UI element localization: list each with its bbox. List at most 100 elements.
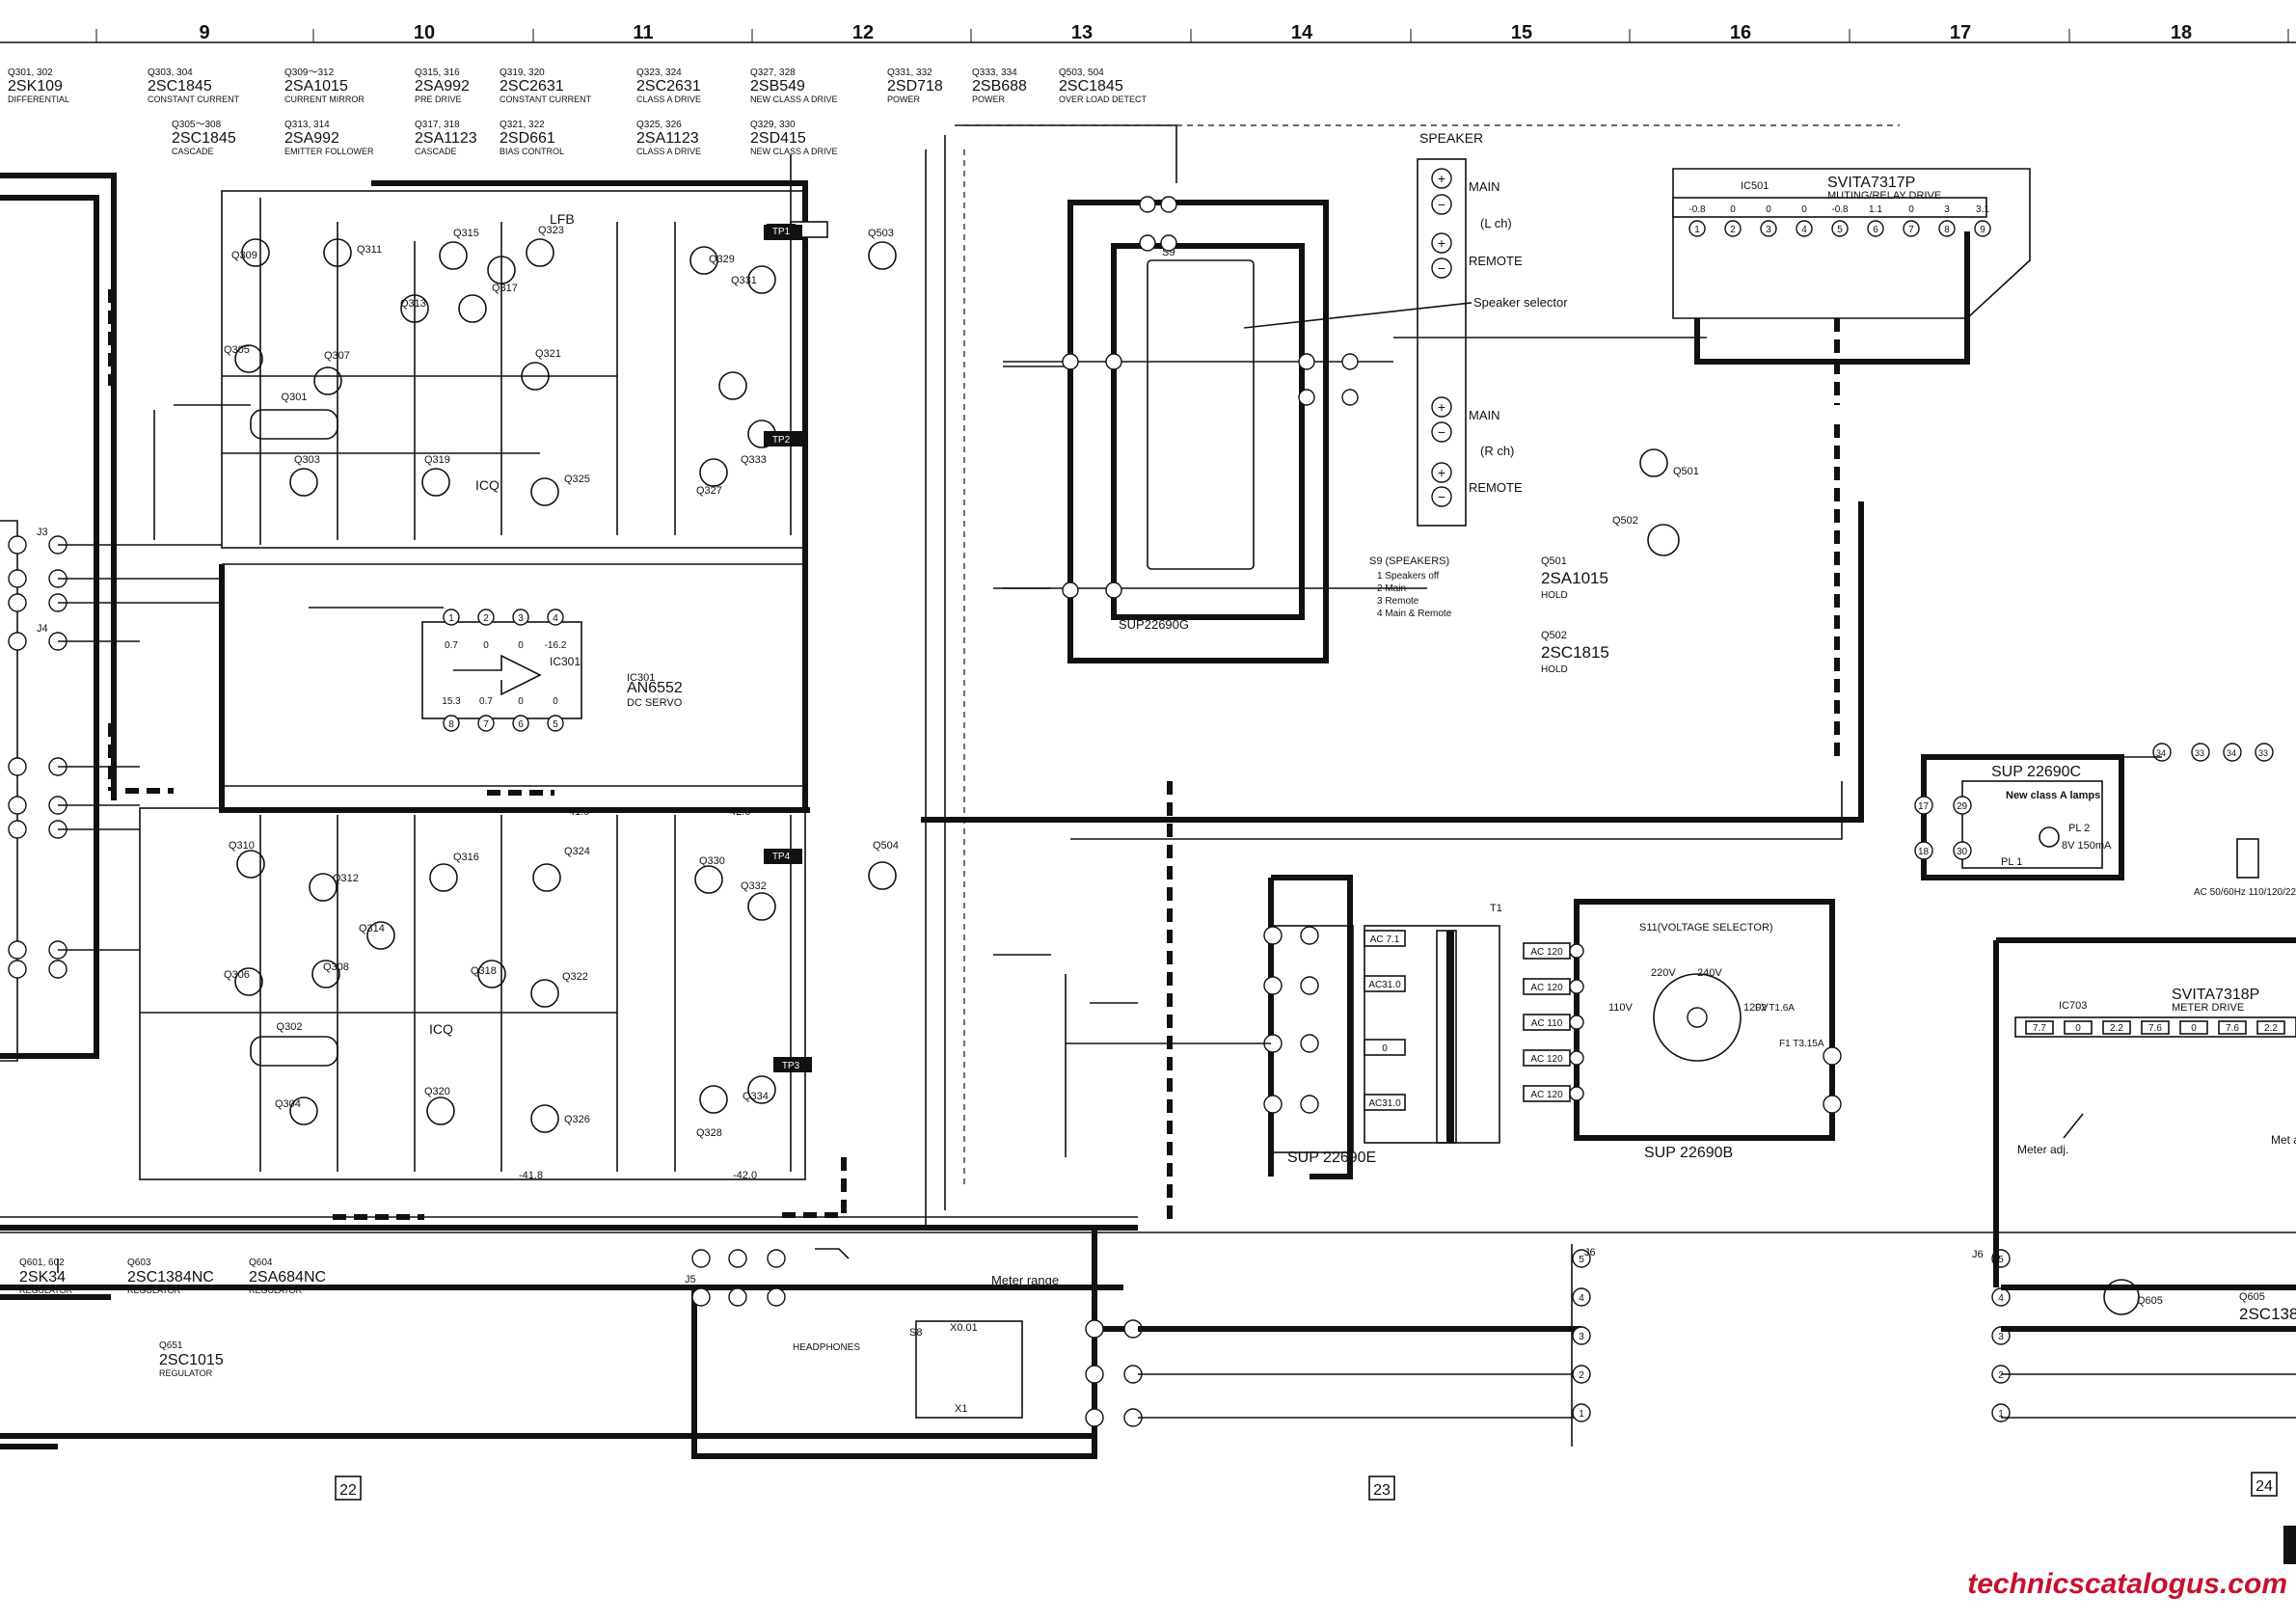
ac-right-tap-pin: [1569, 979, 1584, 994]
legend-refs: Q603: [127, 1258, 151, 1268]
section-23: 23: [1373, 1482, 1391, 1499]
pl2-label: PL 2: [2068, 823, 2090, 834]
svg-text:Q326: Q326: [564, 1114, 590, 1125]
ac-right-tap-pin: [1569, 1050, 1584, 1066]
tp4-label: TP4: [772, 852, 791, 862]
ic301-top-voltage: 0: [483, 640, 489, 651]
ic501-ref: IC501: [1741, 180, 1769, 192]
speaker-l-main: MAIN: [1469, 179, 1500, 194]
legend-part: 2SC2631: [636, 78, 701, 95]
legend-part: 2SC1845: [1059, 78, 1123, 95]
lfb-label: LFB: [550, 211, 575, 227]
ic501-pin-voltage: -0.8: [1831, 204, 1849, 215]
j6-pin-number: 1: [1998, 1409, 2004, 1420]
tp2-label: TP2: [772, 435, 791, 446]
column-number-10: 10: [414, 22, 435, 43]
ic301-part: AN6552: [627, 680, 683, 696]
ic501-pin: [1796, 220, 1813, 237]
svg-text:Q319: Q319: [424, 454, 450, 466]
j6-label-a: J6: [1584, 1247, 1596, 1259]
ac-right-tap-label: AC 120: [1530, 1090, 1563, 1100]
ic501-pin-number: 2: [1730, 225, 1736, 235]
j6-pin: [1572, 1326, 1591, 1345]
board-b-title: SUP 22690B: [1644, 1145, 1733, 1161]
legend-role: CURRENT MIRROR: [284, 95, 365, 104]
v240-label: 240V: [1697, 967, 1722, 979]
ic501-pin: [1688, 220, 1706, 237]
ic501-pin: [1724, 220, 1742, 237]
ic301-pin-number: 1: [448, 613, 454, 624]
svg-text:Q501: Q501: [1673, 466, 1699, 477]
ic703-voltage: 0: [2191, 1023, 2197, 1034]
speaker-section: S9 SUP22690G SPEAKER MAIN (L ch) REMOTE …: [1062, 130, 1568, 663]
legend-refs: Q604: [249, 1258, 273, 1268]
svg-text:Q323: Q323: [538, 225, 564, 236]
ic301-bottom-voltage: 0: [518, 696, 524, 707]
ic301-pin: [477, 715, 495, 732]
s9-legend-title: S9 (SPEAKERS): [1369, 555, 1449, 567]
svg-text:Q314: Q314: [359, 923, 385, 934]
speaker-terminal: [1431, 194, 1452, 215]
svg-text:Q331: Q331: [731, 275, 757, 286]
svg-text:17: 17: [1918, 801, 1930, 812]
legend-refs: Q301, 302: [8, 68, 53, 78]
legend-role: PRE DRIVE: [415, 95, 462, 104]
v110-label: 110V: [1608, 1002, 1634, 1014]
j6-pin-number: 4: [1579, 1293, 1584, 1304]
svg-text:Q330: Q330: [699, 855, 725, 867]
legend-part: 2SB688: [972, 78, 1027, 95]
column-number-16: 16: [1730, 22, 1751, 43]
svg-text:Q311: Q311: [357, 244, 382, 256]
speaker-r-ch: (R ch): [1480, 444, 1514, 458]
ic301-pin-number: 4: [553, 613, 558, 624]
ic703-voltage: 0: [2075, 1023, 2081, 1034]
v-42-0: 42.0: [730, 806, 750, 818]
svg-text:Q329: Q329: [709, 254, 735, 265]
ic501-pin-voltage: -0.8: [1688, 204, 1706, 215]
j6-pin-number: 2: [1579, 1370, 1584, 1381]
svg-text:Q312: Q312: [333, 873, 359, 884]
svg-text:Q324: Q324: [564, 846, 590, 857]
column-number-13: 13: [1071, 22, 1093, 43]
ac-right-tap-label: AC 120: [1530, 1054, 1563, 1065]
ic501-pin-voltage: 0: [1730, 204, 1736, 215]
j4-label: J4: [37, 623, 48, 635]
svg-text:29: 29: [1957, 801, 1968, 812]
ic703-voltage-box: [2256, 1020, 2285, 1035]
legend-part: 2SA992: [284, 130, 339, 147]
j6-pin-number: 4: [1998, 1293, 2004, 1304]
section-22: 22: [339, 1482, 357, 1499]
svg-text:Q605: Q605: [2137, 1295, 2163, 1307]
q501-q502-legend: Q501 2SA1015 HOLD Q502 2SC1815 HOLD: [1541, 555, 1609, 675]
svg-text:Q309: Q309: [231, 250, 257, 261]
column-number-9: 9: [199, 22, 209, 43]
ic703-voltage-box: [2141, 1020, 2170, 1035]
svg-text:Q305: Q305: [224, 344, 250, 356]
s9-legend-1: 1 Speakers off: [1377, 571, 1440, 582]
ic703-voltage: 7.6: [2148, 1023, 2162, 1034]
fuse2-label: F2 T1.6A: [1755, 1003, 1795, 1014]
legend-refs: Q331, 332: [887, 68, 932, 78]
v-41-9: 41.9: [569, 806, 589, 818]
svg-text:Q327: Q327: [696, 485, 722, 497]
ac-right-tap-pin: [1569, 1086, 1584, 1101]
svg-text:Q301: Q301: [282, 392, 308, 403]
legend-role: CONSTANT CURRENT: [148, 95, 240, 104]
legend-part: 2SA684NC: [249, 1269, 326, 1286]
column-number-15: 15: [1511, 22, 1532, 43]
ic501-pin-voltage: 0: [1801, 204, 1807, 215]
ic501-pin: [1831, 220, 1849, 237]
q502-role: HOLD: [1541, 664, 1568, 675]
ic301-pin: [443, 609, 460, 626]
column-ruler: 9 10 11 12 13 14 15 16 17 18: [0, 22, 2296, 43]
legend-part: 2SB549: [750, 78, 805, 95]
icq-label-b: ICQ: [429, 1021, 453, 1037]
legend-part: 2SK34: [19, 1269, 66, 1286]
ic501-pin-number: 8: [1944, 225, 1950, 235]
svg-text:Q503: Q503: [868, 228, 894, 239]
legend-role: CONSTANT CURRENT: [500, 95, 592, 104]
